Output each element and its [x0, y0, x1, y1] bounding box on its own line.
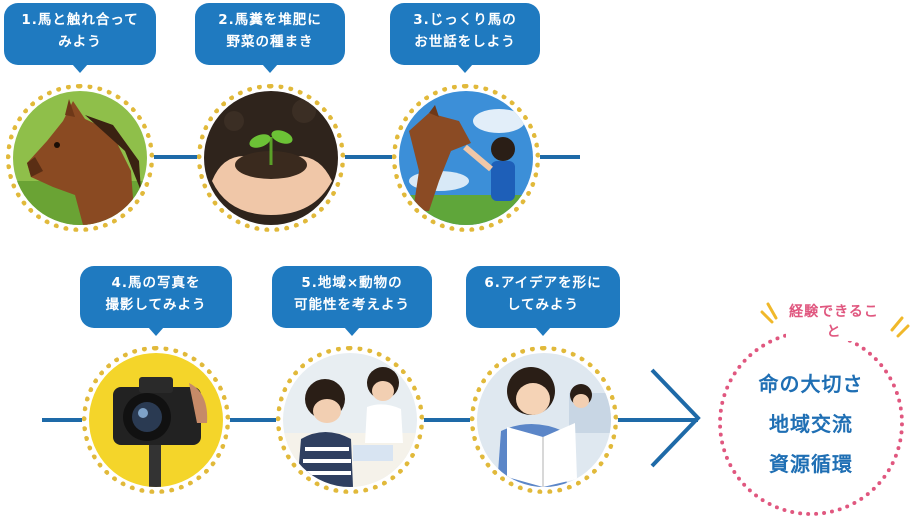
step-2-photo [197, 84, 345, 232]
sparkle-lines-icon [760, 302, 910, 338]
step-3-line2: お世話をしよう [414, 34, 516, 50]
horse-portrait-image [13, 91, 147, 225]
connector-4-lead [42, 418, 82, 422]
step-4-photo [82, 346, 230, 494]
connector-3-tail [540, 155, 580, 159]
step-6-photo [470, 346, 618, 494]
result-item-1: 命の大切さ [758, 372, 864, 396]
connector-6-arrow [616, 418, 698, 422]
step-6-bubble: 6.アイデアを形に してみよう [466, 266, 620, 336]
step-4-line1: 4.馬の写真を [111, 275, 201, 291]
step-1-line1: 1.馬と触れ合って [21, 12, 139, 28]
step-6-line2: してみよう [506, 297, 580, 313]
step-4-line2: 撮影してみよう [105, 297, 207, 313]
step-5-line2: 可能性を考えよう [294, 297, 410, 313]
step-5-line1: 5.地域×動物の [301, 275, 403, 291]
connector-1-2 [150, 155, 198, 159]
girl-reading-image [477, 353, 611, 487]
connector-2-3 [344, 155, 392, 159]
arrow-right-icon [650, 368, 701, 468]
connector-4-5 [228, 418, 276, 422]
connector-5-6 [422, 418, 470, 422]
step-2-line1: 2.馬糞を堆肥に [218, 12, 322, 28]
step-2-bubble: 2.馬糞を堆肥に 野菜の種まき [195, 3, 345, 73]
result-circle [718, 330, 904, 516]
step-1-bubble: 1.馬と触れ合って みよう [4, 3, 156, 73]
result-label: 経験できること [786, 301, 882, 341]
hands-soil-sprout-image [204, 91, 338, 225]
step-3-photo [392, 84, 540, 232]
step-6-line1: 6.アイデアを形に [484, 275, 602, 291]
camera-image [89, 353, 223, 487]
child-with-horse-image [399, 91, 533, 225]
step-1-line2: みよう [58, 34, 102, 50]
step-4-bubble: 4.馬の写真を 撮影してみよう [80, 266, 232, 336]
result-item-3: 資源循環 [769, 452, 853, 476]
step-5-photo [276, 346, 424, 494]
result-item-2: 地域交流 [769, 412, 853, 436]
step-2-line2: 野菜の種まき [226, 34, 314, 50]
step-3-bubble: 3.じっくり馬の お世話をしよう [390, 3, 540, 73]
step-5-bubble: 5.地域×動物の 可能性を考えよう [272, 266, 432, 336]
step-3-line1: 3.じっくり馬の [413, 12, 517, 28]
students-discussing-image [283, 353, 417, 487]
step-1-photo [6, 84, 154, 232]
